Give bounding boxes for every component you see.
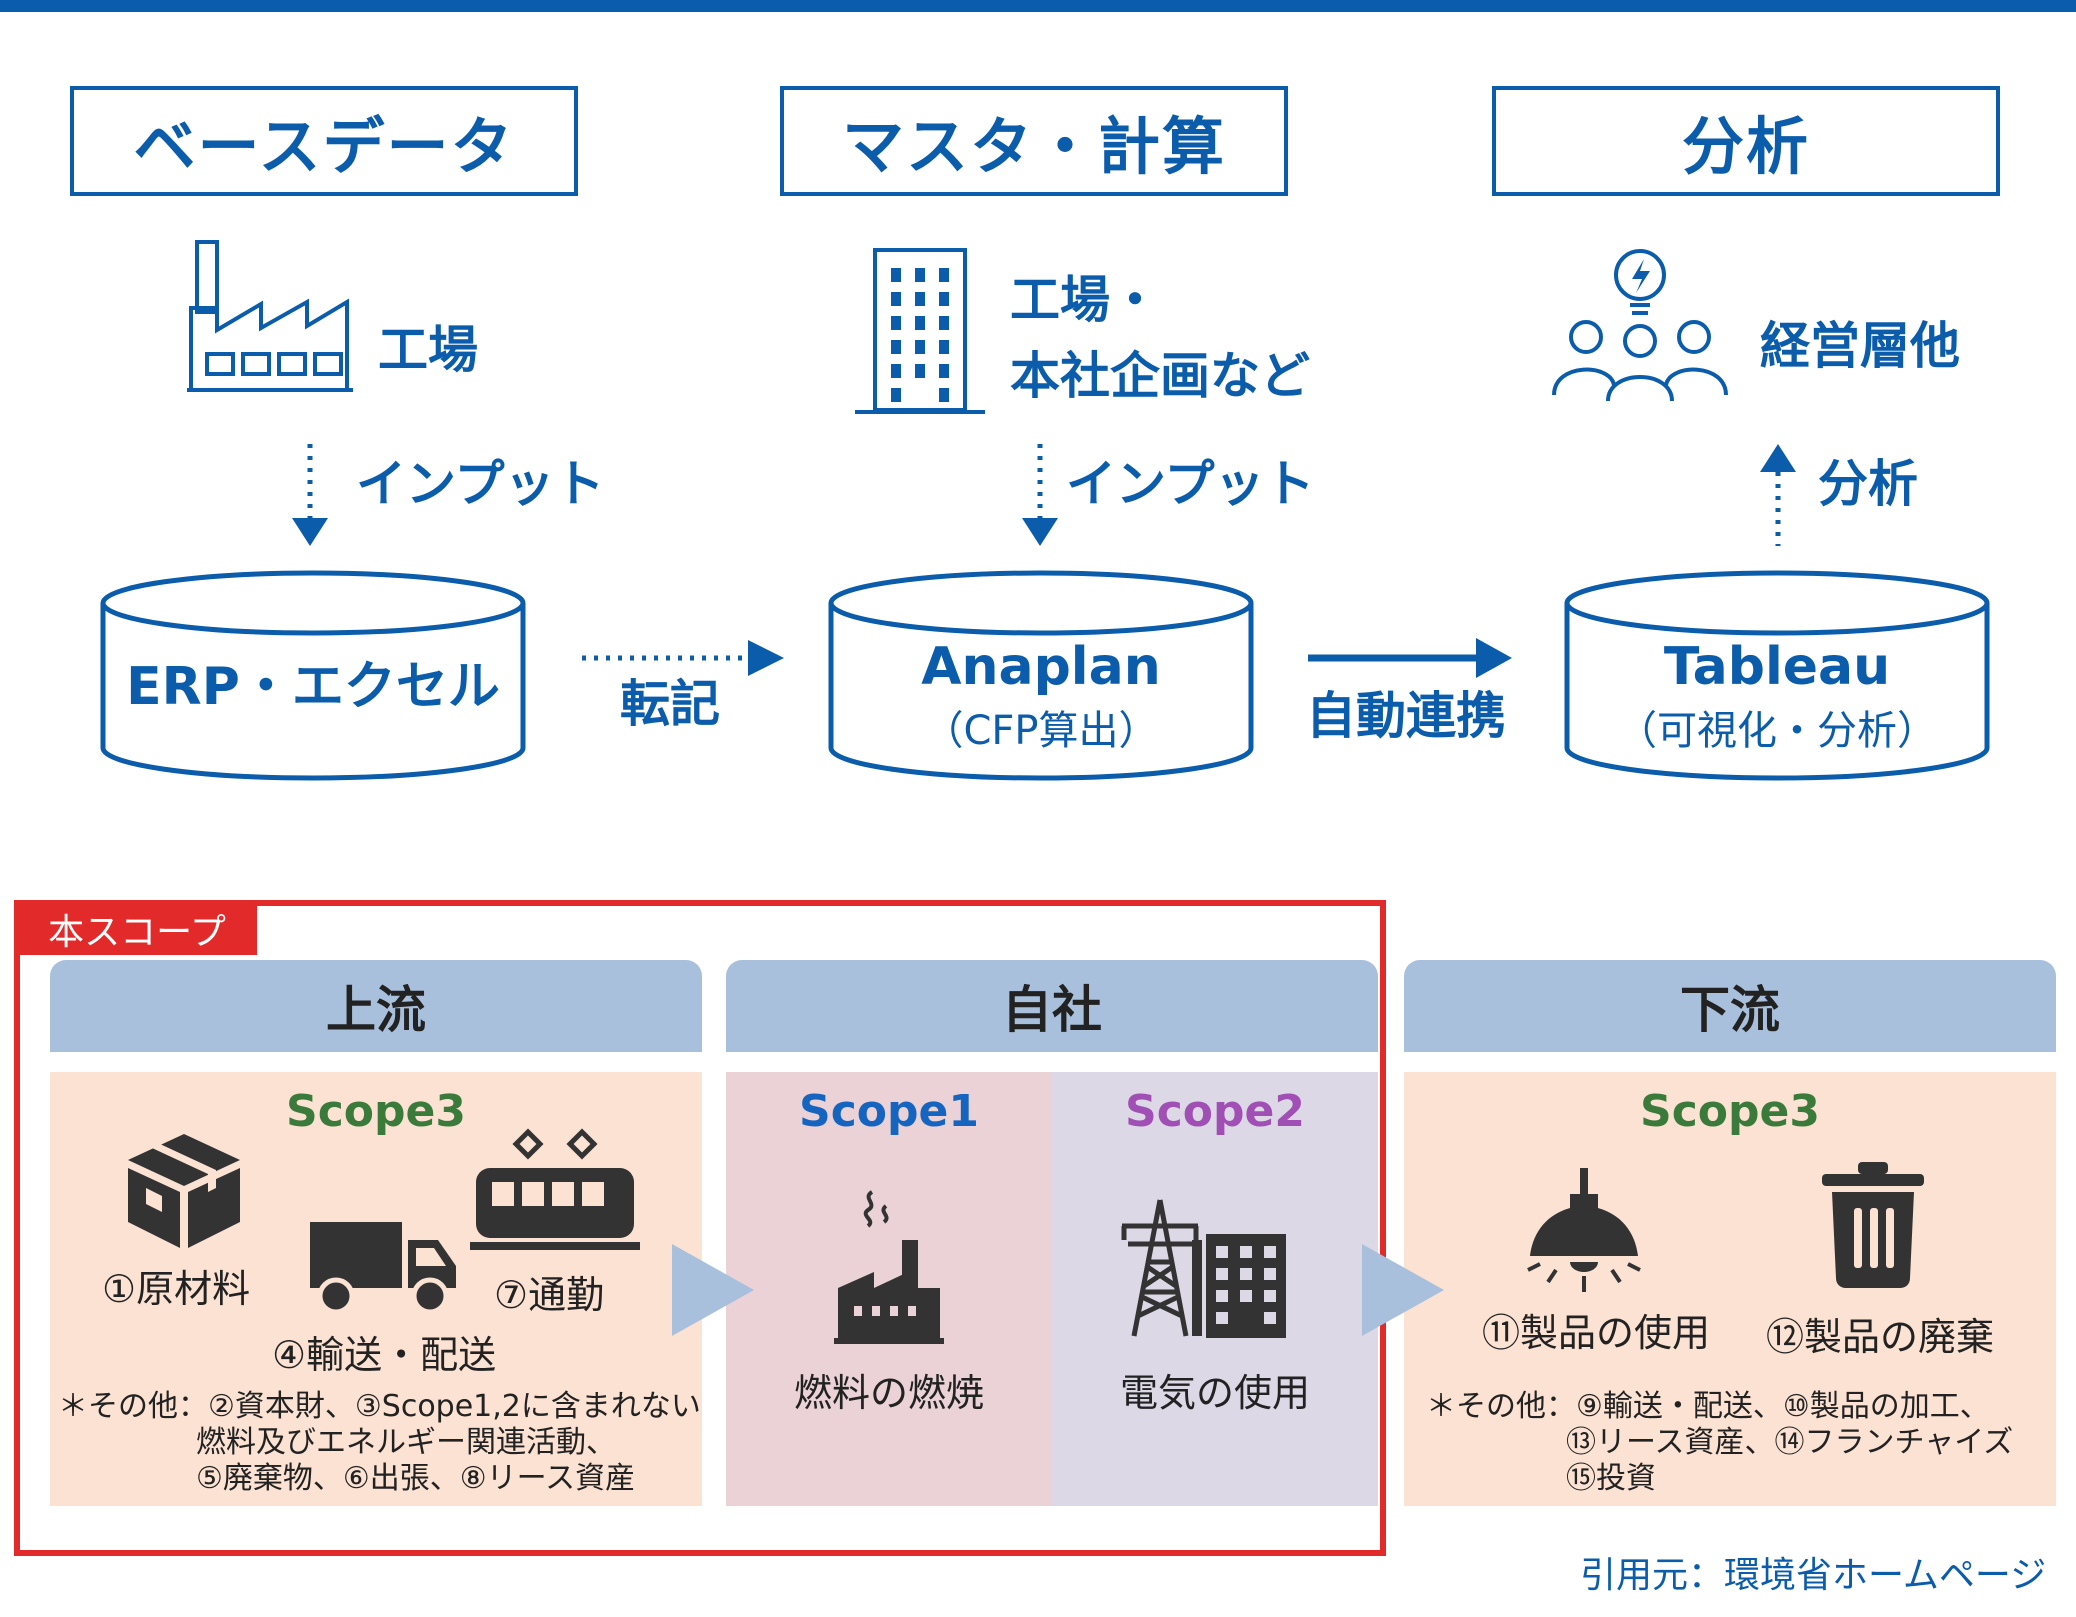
transcribe-arrow <box>582 640 784 676</box>
db-anaplan <box>828 570 1254 781</box>
db-anaplan-sub: （CFP算出） <box>923 708 1159 754</box>
flow-arrow-2 <box>1362 1244 1444 1336</box>
train-icon <box>470 1128 640 1250</box>
db-anaplan-label: Anaplan <box>921 637 1161 697</box>
upstream-note-2: 燃料及びエネルギー関連活動、 <box>196 1425 616 1460</box>
downstream-item-2: ⑫製品の廃棄 <box>1766 1315 1995 1359</box>
downstream-note-1: ＊その他：⑨輸送・配送、⑩製品の加工、 <box>1426 1389 1990 1424</box>
db-tableau <box>1564 570 1990 781</box>
db-erp-label: ERP・エクセル <box>126 657 500 717</box>
scope1-title: Scope1 <box>799 1086 979 1137</box>
db-tableau-sub: （可視化・分析） <box>1617 708 1937 754</box>
downstream-scope3-title: Scope3 <box>1640 1086 1820 1137</box>
trash-icon <box>1822 1162 1924 1288</box>
top-bar <box>0 0 2076 12</box>
downstream-note-3: ⑮投資 <box>1566 1461 1656 1496</box>
truck-icon <box>310 1222 456 1315</box>
source-citation: 引用元：環境省ホームページ <box>1580 1555 2047 1596</box>
flow-arrow-1 <box>672 1244 754 1336</box>
scope-frame <box>14 900 1386 1556</box>
col2-source-label-2: 本社企画など <box>1010 347 1310 405</box>
link1-label: 転記 <box>620 675 720 733</box>
input-arrow-1 <box>292 444 328 546</box>
upstream-scope3-title: Scope3 <box>286 1086 466 1137</box>
scope1-item: 燃料の燃焼 <box>793 1371 984 1415</box>
downstream-note-2: ⑬リース資産、⑭フランチャイズ <box>1566 1425 2014 1460</box>
box-icon <box>128 1134 240 1248</box>
scope2-title: Scope2 <box>1125 1086 1305 1137</box>
factory-smoke-icon <box>834 1190 944 1344</box>
downstream-heading: 下流 <box>1404 960 2056 1052</box>
header-base-data: ベースデータ <box>70 86 578 196</box>
factory-icon <box>187 240 353 392</box>
col3-source-label: 経営層他 <box>1760 317 1960 375</box>
upstream-item-3: ⑦通勤 <box>494 1273 605 1317</box>
col3-arrow-label: 分析 <box>1818 455 1918 513</box>
downstream-item-1: ⑪製品の使用 <box>1482 1311 1711 1355</box>
header-analysis: 分析 <box>1492 86 2000 196</box>
scope2-item: 電気の使用 <box>1119 1371 1310 1415</box>
upstream-note-1: ＊その他：②資本財、③Scope1,2に含まれない <box>58 1389 701 1424</box>
analysis-arrow <box>1760 444 1796 546</box>
input-arrow-2 <box>1022 444 1058 546</box>
power-tower-icon <box>1121 1199 1286 1338</box>
downstream-panel <box>1404 1072 2056 1506</box>
col2-source-label-1: 工場・ <box>1010 271 1160 329</box>
upstream-item-1: ①原材料 <box>102 1267 251 1311</box>
scope-tab: 本スコープ <box>17 903 257 955</box>
own-heading: 自社 <box>726 960 1378 1052</box>
col2-arrow-label: インプット <box>1066 455 1315 513</box>
col1-arrow-label: インプット <box>356 455 605 513</box>
link2-label: 自動連携 <box>1306 687 1506 745</box>
upstream-item-2: ④輸送・配送 <box>272 1333 497 1377</box>
db-erp-excel <box>100 570 526 781</box>
auto-link-arrow <box>1308 638 1512 678</box>
upstream-note-3: ⑤廃棄物、⑥出張、⑧リース資産 <box>196 1461 636 1496</box>
db-tableau-label: Tableau <box>1663 637 1891 697</box>
col1-source-label: 工場 <box>378 321 478 379</box>
people-idea-icon <box>1552 249 1728 402</box>
building-icon <box>855 248 985 414</box>
header-master-calc: マスタ・計算 <box>780 86 1288 196</box>
upstream-heading: 上流 <box>50 960 702 1052</box>
lamp-icon <box>1527 1168 1641 1292</box>
